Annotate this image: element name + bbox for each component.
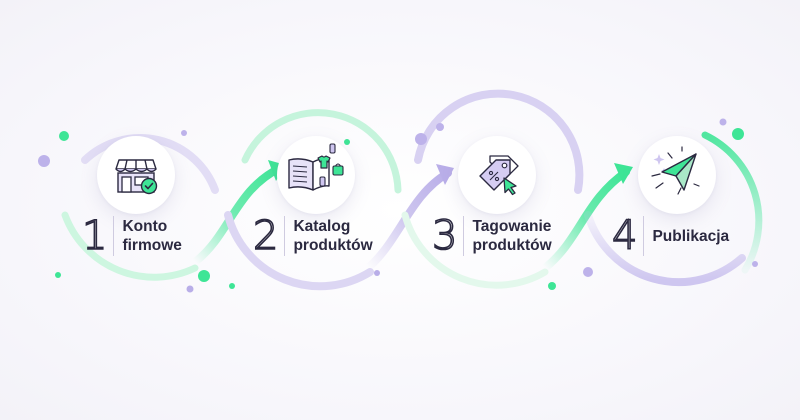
step-1-label: 1 Konto firmowe <box>81 206 182 266</box>
arc-step-4-right <box>701 131 763 274</box>
dot <box>186 285 194 293</box>
step-2-title-line2: produktów <box>293 237 373 254</box>
arrowhead-3-4 <box>614 163 633 184</box>
step-1-number: 1 <box>81 213 108 259</box>
step-3-number: 3 <box>431 213 458 259</box>
step-4-title: Publikacja <box>652 227 729 246</box>
step-3-icon-circle <box>458 136 536 214</box>
dot <box>229 283 235 289</box>
step-2-number: 2 <box>252 213 279 259</box>
dot <box>374 270 380 276</box>
step-3-divider <box>463 216 465 256</box>
step-3-title-line1: Tagowanie <box>472 218 552 235</box>
step-1-icon-circle <box>97 136 175 214</box>
open-catalog-icon <box>288 143 344 191</box>
arc-step-4-bottom <box>584 211 746 287</box>
arc-step-3-top <box>414 89 584 194</box>
dot <box>55 272 61 278</box>
step-4-label: 4 Publikacja <box>611 206 729 266</box>
dot <box>732 128 744 140</box>
wave-green-1-2 <box>191 164 284 266</box>
dot <box>436 123 444 131</box>
step-1-title: Konto firmowe <box>122 217 181 255</box>
storefront-check-icon <box>115 159 158 195</box>
dot <box>719 118 727 126</box>
step-4-number: 4 <box>611 213 638 259</box>
paper-plane-icon <box>651 146 700 195</box>
arc-step-1-top <box>81 134 219 194</box>
price-tag-cursor-icon <box>479 155 519 196</box>
wave-green-3-4 <box>541 168 630 272</box>
step-2-label: 2 Katalog produktów <box>252 206 372 266</box>
dot <box>181 130 187 136</box>
step-1-divider <box>113 216 115 256</box>
step-2-title-line1: Katalog <box>293 218 351 235</box>
arrowhead-2-3 <box>436 164 454 185</box>
step-1-title-line1: Konto <box>122 218 168 235</box>
dot <box>548 282 556 290</box>
dot <box>344 139 350 145</box>
arc-step-2-top <box>241 109 402 194</box>
dot <box>583 267 593 277</box>
arc-step-1-bottom <box>61 211 199 281</box>
step-3-title-line2: produktów <box>472 237 552 254</box>
step-4-title-line1: Publikacja <box>652 227 730 245</box>
dot <box>198 270 210 282</box>
dot <box>38 155 50 167</box>
step-2-icon-circle <box>277 136 355 214</box>
arc-step-3-bottom <box>401 211 549 289</box>
dot <box>415 133 427 145</box>
step-4-divider <box>643 216 645 256</box>
step-2-title: Katalog produktów <box>293 217 372 255</box>
step-3-title: Tagowanie produktów <box>472 217 551 255</box>
step-1-title-line2: firmowe <box>122 237 182 254</box>
step-4-icon-circle <box>638 136 716 214</box>
dot <box>752 261 758 267</box>
step-2-divider <box>284 216 286 256</box>
step-3-label: 3 Tagowanie produktów <box>431 206 551 266</box>
dot <box>59 131 69 141</box>
arc-step-2-bottom <box>224 211 374 291</box>
